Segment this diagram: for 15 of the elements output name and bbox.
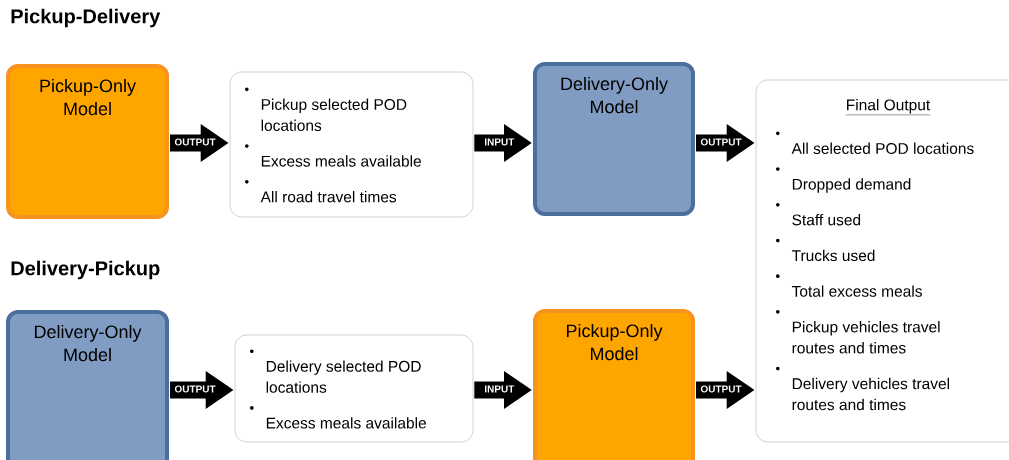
section-heading: Delivery-Pickup	[11, 260, 160, 280]
list-box: Pickup selected POD locations Excess meals available All road travel times	[229, 71, 474, 218]
edge-label: OUTPUT	[699, 384, 743, 394]
list-box: Delivery selected POD locations Excess meals available	[234, 334, 474, 443]
model-box: Delivery-Only Model	[6, 310, 169, 460]
section-heading: Pickup-Delivery	[11, 8, 161, 28]
edge-label: INPUT	[483, 137, 516, 147]
edge-label: OUTPUT	[173, 137, 217, 147]
edge-label: INPUT	[483, 384, 516, 394]
model-box: Delivery-Only Model	[533, 62, 695, 216]
model-box: Pickup-Only Model	[533, 309, 695, 460]
model-box: Pickup-Only Model	[6, 64, 169, 219]
edge-label: OUTPUT	[173, 384, 217, 394]
output-box: Final Output All selected POD locations Dropped demand Staff used Trucks used Total excess meals Pickup vehicles travel routes and times Delivery vehicles travel routes and times	[755, 79, 1009, 443]
edge-label: OUTPUT	[699, 137, 743, 147]
